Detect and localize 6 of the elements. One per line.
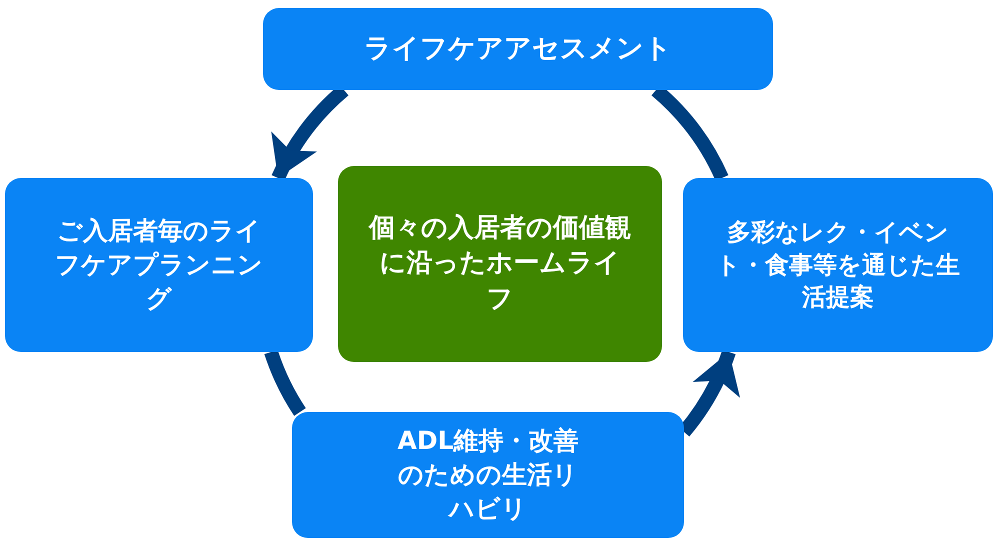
connector-arc — [264, 350, 306, 416]
center-box: 個々の入居者の価値観に沿ったホームライフ — [338, 166, 662, 362]
process-box: ADL維持・改善のための生活リハビリ — [292, 412, 684, 538]
process-box: ご入居者毎のライフケアプランニング — [5, 178, 313, 352]
process-box: 多彩なレク・イベント・食事等を通じた生活提案 — [683, 178, 993, 352]
process-box: ライフケアアセスメント — [263, 8, 773, 90]
